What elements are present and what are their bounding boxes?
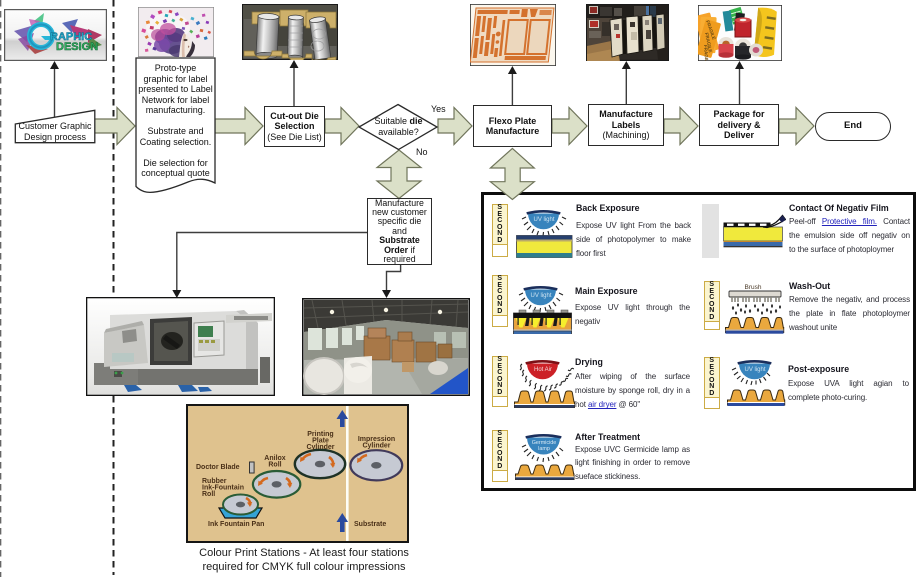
svg-text:DESIGN: DESIGN xyxy=(56,41,98,53)
svg-text:UV light: UV light xyxy=(530,293,551,299)
svg-text:Roll: Roll xyxy=(202,491,215,498)
svg-text:UV light: UV light xyxy=(533,217,554,223)
svg-text:Ink Fountain Pan: Ink Fountain Pan xyxy=(208,521,264,528)
svg-text:Plate: Plate xyxy=(312,438,329,445)
svg-text:Hot Air: Hot Air xyxy=(534,367,552,373)
svg-text:Cylinder: Cylinder xyxy=(306,444,334,451)
svg-text:Ink-Fountain: Ink-Fountain xyxy=(202,485,244,492)
svg-text:Rubber: Rubber xyxy=(202,478,227,485)
svg-text:Printing: Printing xyxy=(307,431,333,438)
svg-text:Doctor Blade: Doctor Blade xyxy=(196,464,240,471)
svg-text:FRAGILE: FRAGILE xyxy=(703,45,709,61)
svg-text:Substrate: Substrate xyxy=(354,521,386,528)
svg-text:FRAGILE: FRAGILE xyxy=(705,20,717,41)
svg-text:Roll: Roll xyxy=(268,462,281,469)
svg-text:RAPHIC: RAPHIC xyxy=(50,31,92,43)
svg-text:Germicide: Germicide xyxy=(532,440,557,446)
svg-text:FRAGILE: FRAGILE xyxy=(704,32,713,53)
svg-text:Impression: Impression xyxy=(358,436,395,443)
svg-text:Cylinder: Cylinder xyxy=(362,443,390,450)
svg-text:lamp: lamp xyxy=(538,446,550,452)
svg-text:Anilox: Anilox xyxy=(264,455,285,462)
svg-text:Brush: Brush xyxy=(745,284,762,291)
svg-text:UV light: UV light xyxy=(744,367,765,373)
